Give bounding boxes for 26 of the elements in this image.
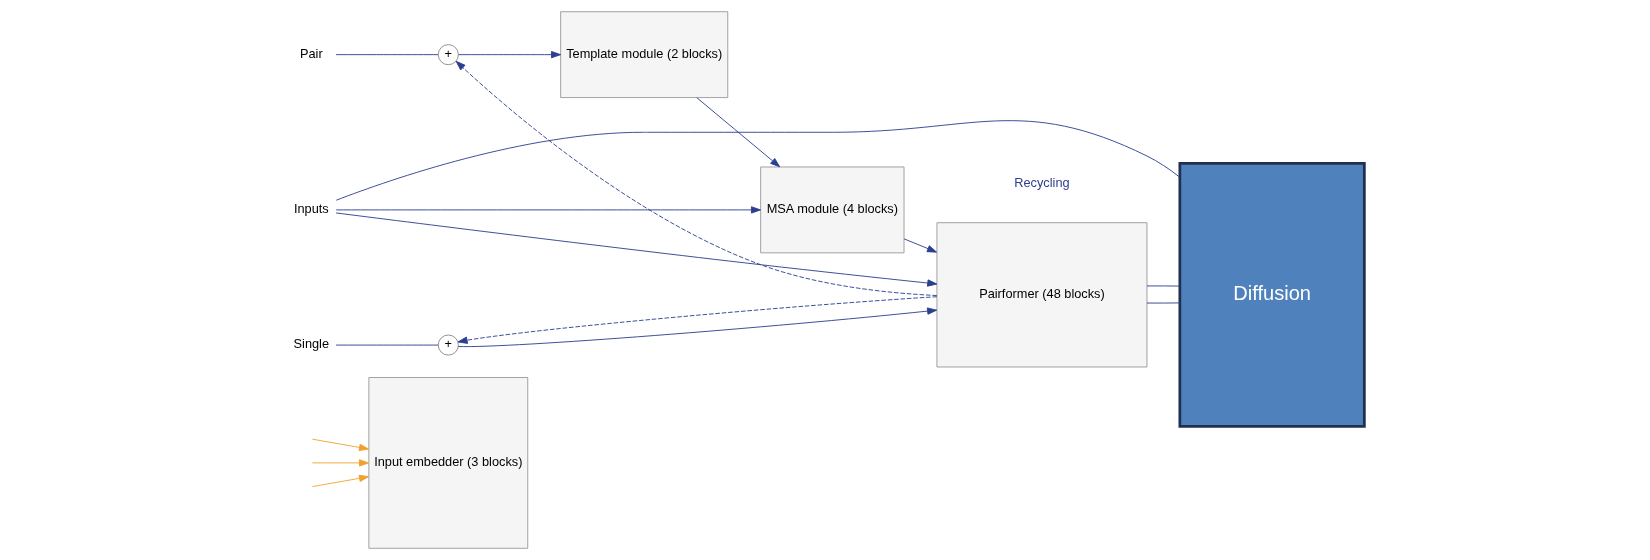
node-box: Input embedder (3 blocks) (367, 377, 528, 549)
node-circle: + (437, 334, 459, 356)
connector (1146, 302, 1180, 304)
node-text: Inputs (293, 201, 329, 217)
node-box: Template module (2 blocks) (559, 11, 728, 99)
arrow (457, 307, 937, 347)
arrow (335, 212, 937, 287)
node-box: Diffusion (1178, 161, 1366, 428)
arrow (311, 459, 369, 467)
arrow (455, 60, 937, 296)
arrow (695, 97, 780, 168)
node-circle: + (437, 44, 459, 66)
node-box: Pairformer (48 blocks) (935, 222, 1147, 368)
arrow (457, 296, 937, 344)
node-text: Single (293, 336, 329, 352)
arrow (311, 438, 369, 452)
arrow (457, 51, 561, 59)
connector (335, 120, 1180, 201)
node-box: MSA module (4 blocks) (759, 166, 904, 254)
arrow (311, 474, 369, 488)
connector (1146, 285, 1180, 287)
arrow (335, 206, 761, 214)
arrow (903, 238, 937, 253)
label: Recycling (1013, 174, 1070, 190)
node-text: Pair (299, 46, 323, 62)
connector (335, 54, 439, 56)
